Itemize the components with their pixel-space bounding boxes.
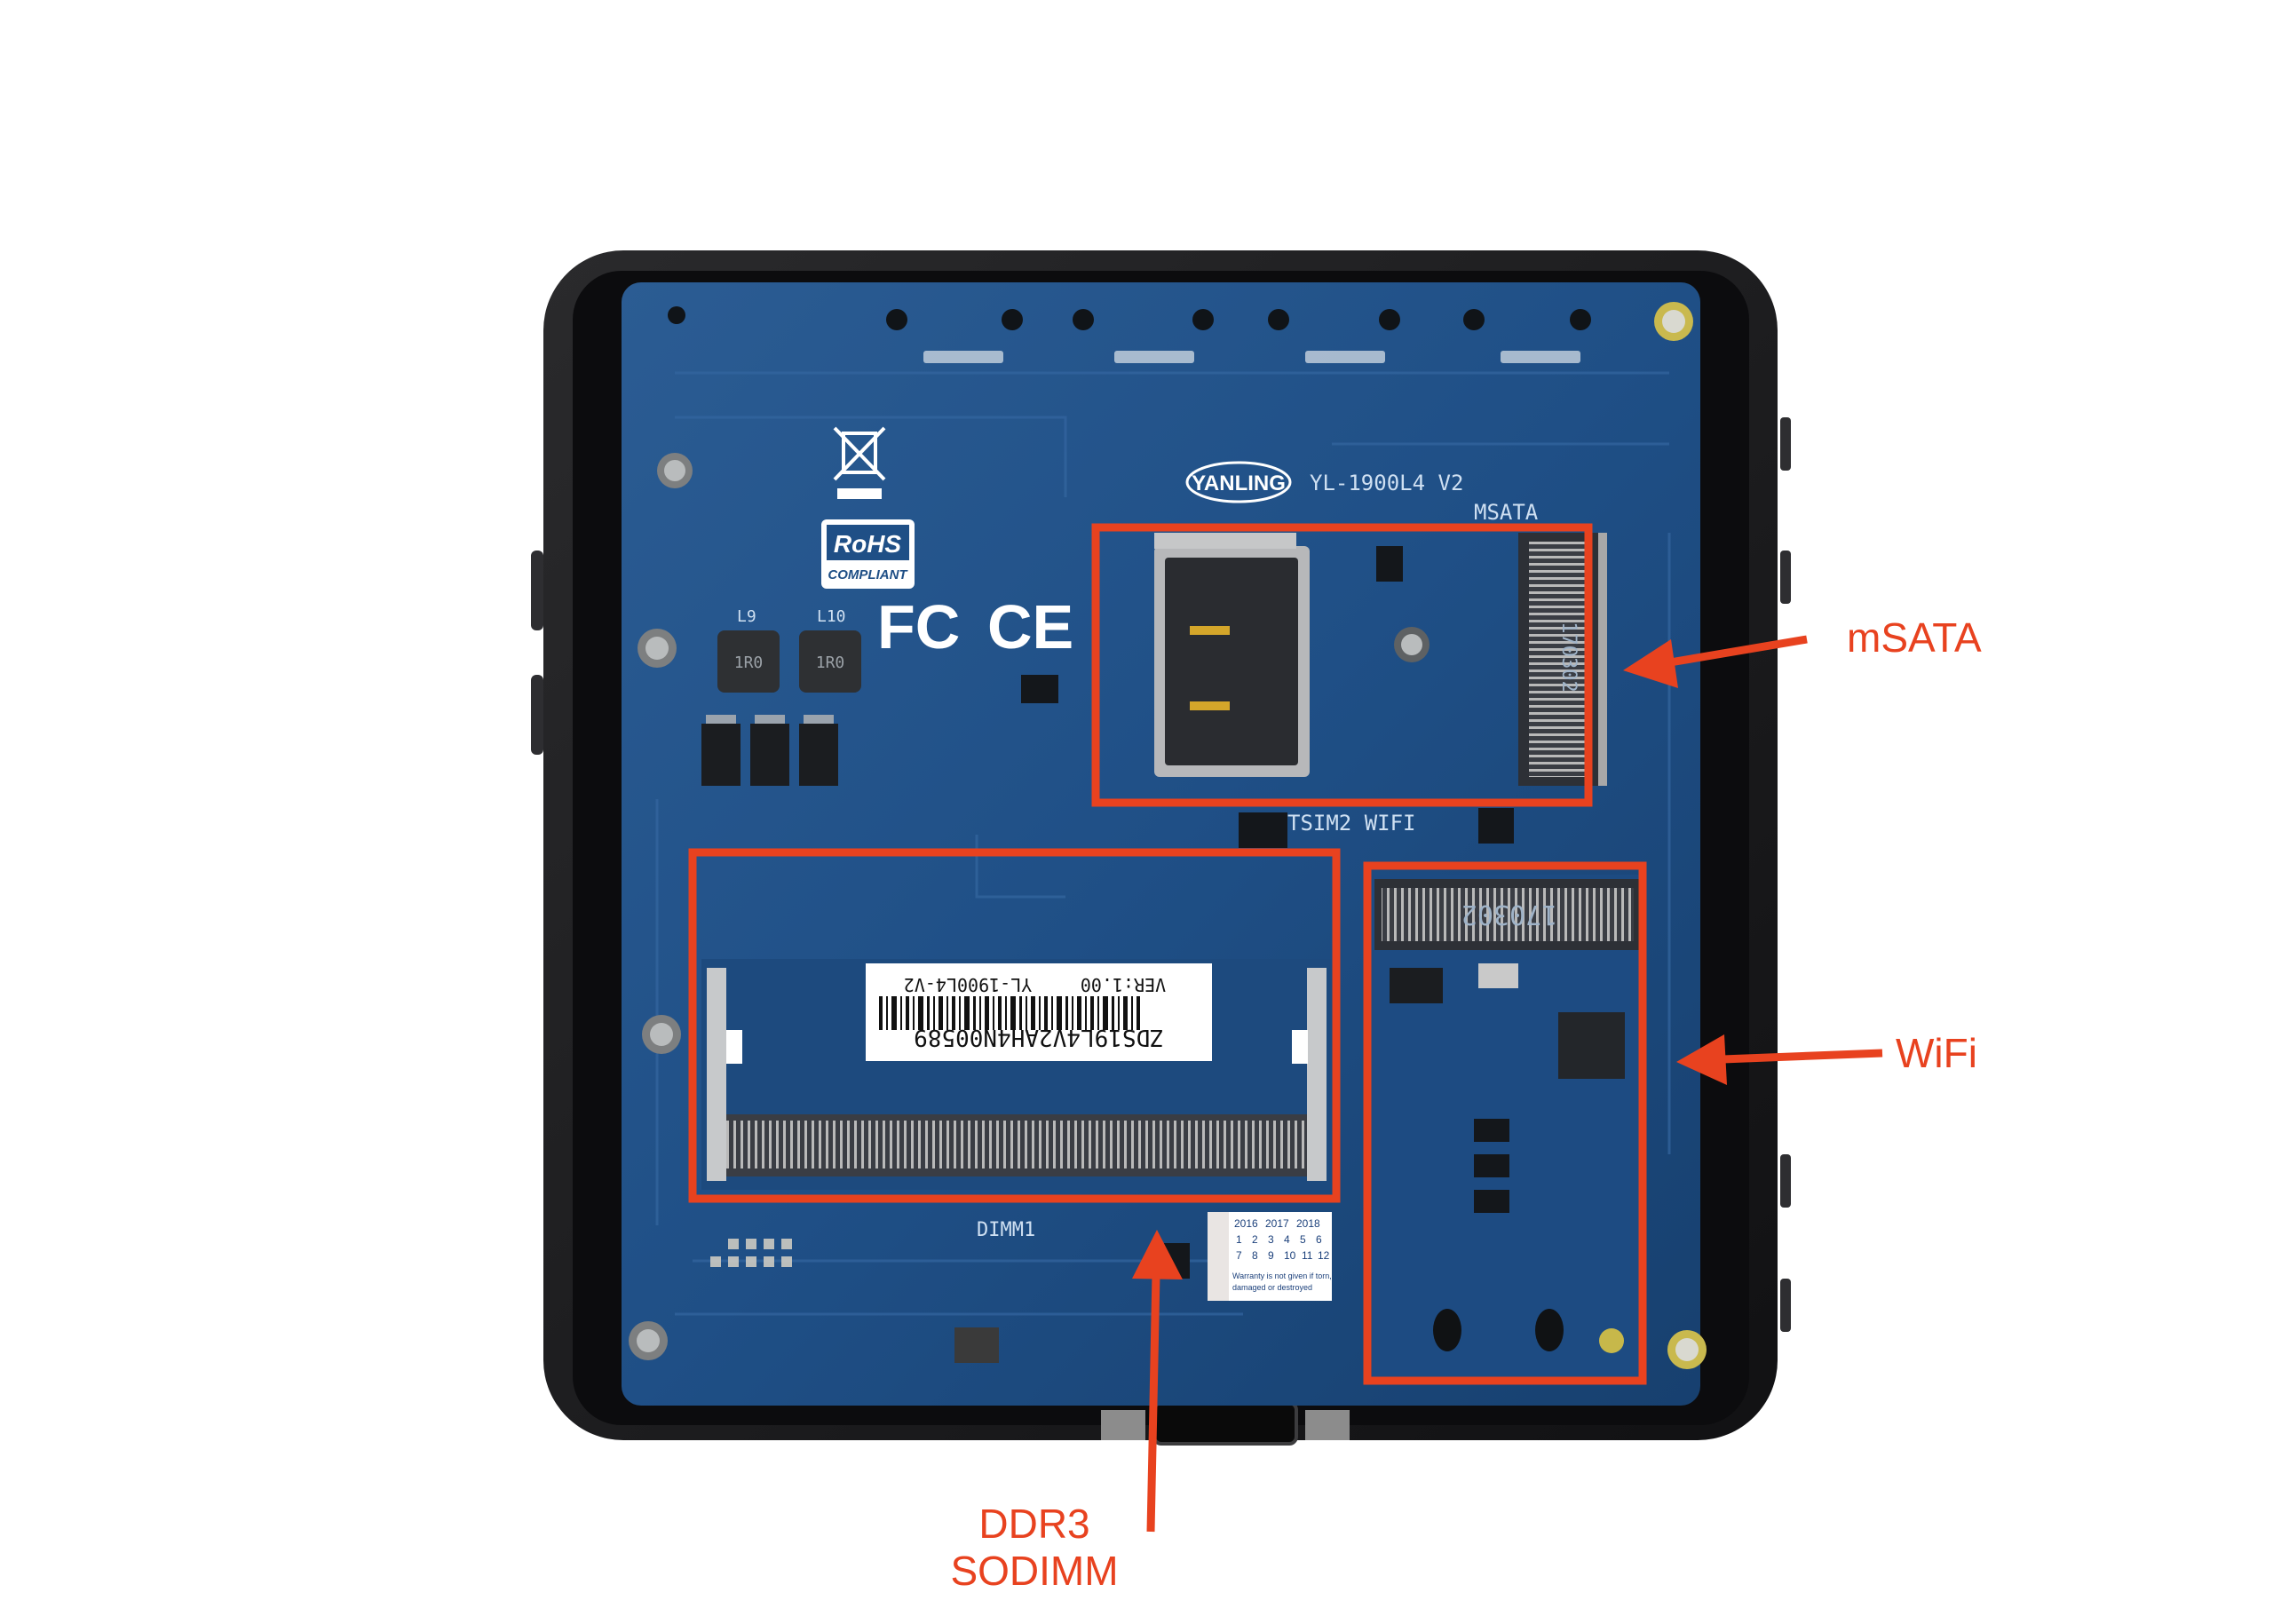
rohs-text: RoHS xyxy=(834,530,902,558)
msata-slot: 170302 xyxy=(1518,533,1607,786)
wifi-arrow xyxy=(1676,1034,1883,1085)
sim-card-slot xyxy=(1154,533,1310,777)
warranty-month: 7 xyxy=(1236,1249,1242,1262)
ddr3-callout: DDR3 SODIMM xyxy=(941,1501,1128,1595)
label-serial-text: ZDS19L4V2AH4N00589 xyxy=(914,1024,1164,1050)
warranty-year-2016: 2016 xyxy=(1234,1217,1258,1230)
msata-card-code: 170302 xyxy=(1557,622,1580,692)
label-version-text: VER:1.00 xyxy=(1081,974,1166,995)
warranty-month: 9 xyxy=(1268,1249,1274,1262)
msata-highlight-box xyxy=(1091,523,1593,807)
warranty-note-1: Warranty is not given if torn, xyxy=(1232,1271,1332,1280)
msata-callout: mSATA xyxy=(1847,614,1982,661)
warranty-month: 8 xyxy=(1252,1249,1258,1262)
warranty-month: 5 xyxy=(1300,1233,1306,1246)
sim-wifi-silkscreen: TSIM2 WIFI xyxy=(1287,811,1416,836)
wifi-card-code: 170302 xyxy=(1461,899,1557,930)
msata-silkscreen: MSATA xyxy=(1474,500,1539,525)
brand-text: YANLING xyxy=(1192,471,1286,495)
l10-label: L10 xyxy=(817,607,846,626)
serial-label: ZDS19L4V2AH4N00589 YL-1900L4-V2 VER:1.00 xyxy=(866,963,1212,1061)
ce-mark: CE xyxy=(987,592,1073,661)
inductor-1-label: 1R0 xyxy=(734,654,764,672)
rohs-compliant-text: COMPLIANT xyxy=(828,567,908,582)
warranty-year-2017: 2017 xyxy=(1265,1217,1289,1230)
wifi-highlight-box xyxy=(1363,861,1647,1385)
model-text: YL-1900L4 V2 xyxy=(1310,471,1463,495)
warranty-month: 12 xyxy=(1318,1249,1330,1262)
pcb: RoHS COMPLIANT FC CE L9 L10 1R0 1R0 xyxy=(622,282,1707,1406)
warranty-month: 1 xyxy=(1236,1233,1242,1246)
ddr3-callout-line1: DDR3 xyxy=(978,1501,1090,1547)
wifi-callout: WiFi xyxy=(1896,1030,1977,1076)
warranty-note-2: damaged or destroyed xyxy=(1232,1283,1312,1292)
inductors: L9 L10 1R0 1R0 xyxy=(717,607,861,693)
warranty-month: 11 xyxy=(1302,1249,1313,1262)
warranty-month: 10 xyxy=(1284,1249,1296,1262)
label-model-text: YL-1900L4-V2 xyxy=(904,974,1033,995)
yanling-logo: YANLING xyxy=(1185,461,1292,503)
warranty-month: 2 xyxy=(1252,1233,1258,1246)
warranty-month: 3 xyxy=(1268,1233,1274,1246)
ddr3-arrow xyxy=(1132,1230,1183,1533)
warranty-month: 6 xyxy=(1316,1233,1322,1246)
sodimm-highlight-box xyxy=(688,848,1341,1203)
rohs-badge: RoHS COMPLIANT xyxy=(821,519,915,589)
l9-label: L9 xyxy=(737,607,756,626)
warranty-year-2018: 2018 xyxy=(1296,1217,1320,1230)
weee-bin-icon xyxy=(833,426,886,499)
dimm-silkscreen: DIMM1 xyxy=(977,1219,1035,1241)
wifi-card: 170302 xyxy=(1372,875,1643,1381)
ddr3-callout-line2: SODIMM xyxy=(950,1547,1119,1594)
inductor-2-label: 1R0 xyxy=(816,654,845,672)
highlight-boxes xyxy=(688,523,1647,1385)
warranty-month: 4 xyxy=(1284,1233,1290,1246)
fcc-mark: FC xyxy=(877,592,960,661)
warranty-sticker: 2016 2017 2018 1 2 3 4 5 6 7 8 9 10 11 1… xyxy=(1208,1212,1332,1301)
msata-arrow xyxy=(1623,635,1808,688)
